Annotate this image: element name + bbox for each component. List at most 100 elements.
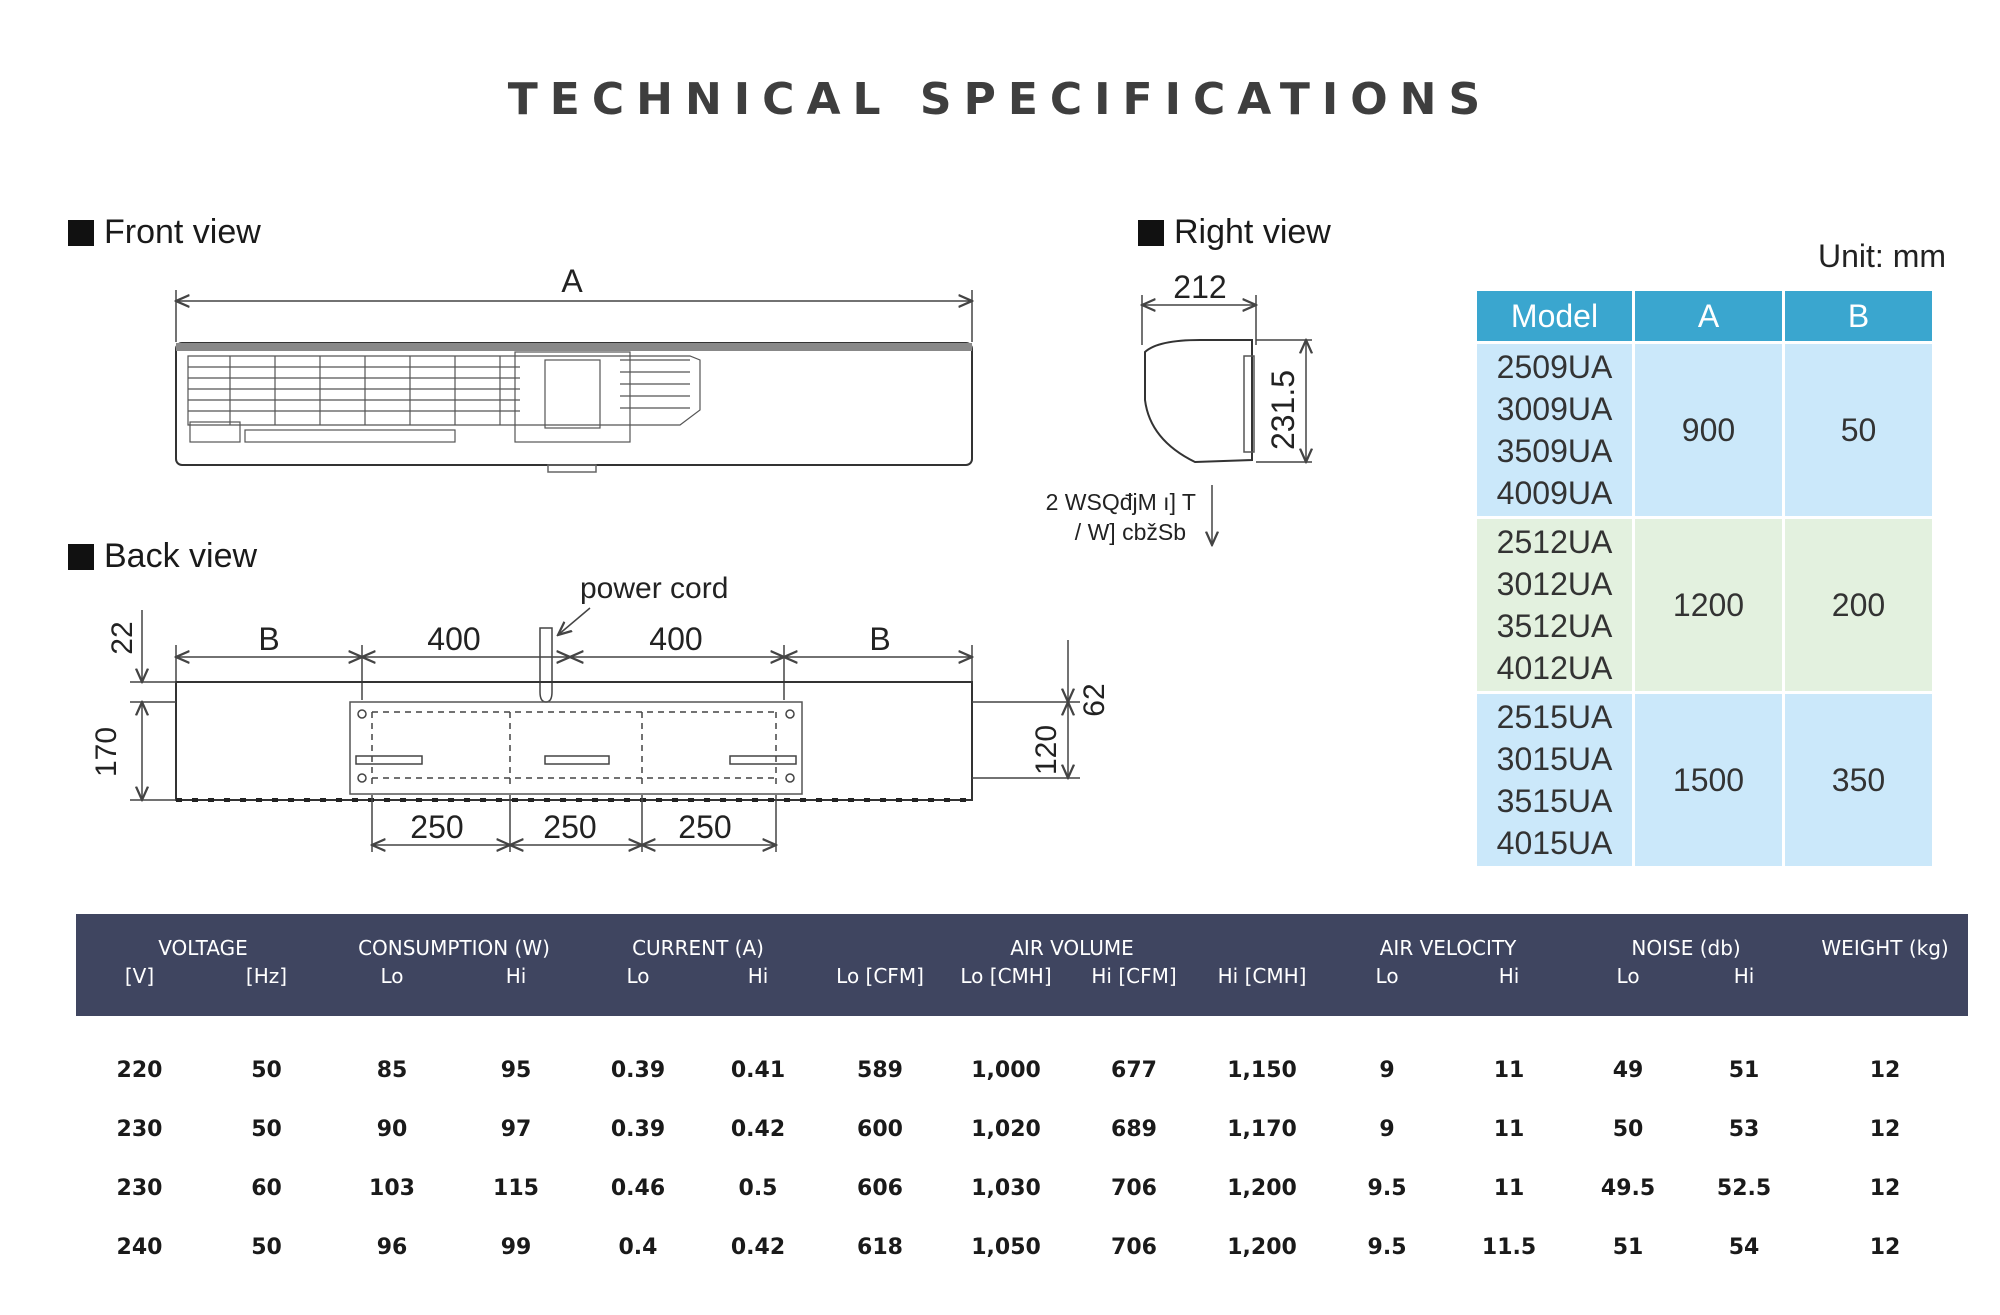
right-view-label: Right view [1138,213,1331,252]
table-cell: 1,200 [1227,1235,1297,1260]
table-cell: 115 [493,1176,539,1201]
table-row: 2512UA 3012UA 3512UA 4012UA 1200 200 [1477,519,1932,691]
back-view-label-text: Back view [104,537,258,575]
table-cell: 51 [1612,1235,1644,1260]
right-view-note-line1: 2 WSQđjM ı] T [1046,489,1196,515]
model-list-cell: 2515UA 3015UA 3515UA 4015UA [1477,694,1632,866]
subheader-velocity-hi: Hi [1498,964,1520,988]
specification-table: VOLTAGE CONSUMPTION (W) CURRENT (A) AIR … [76,914,1969,1277]
spec-subheader-row: [V] [Hz] Lo Hi Lo Hi Lo [CFM] Lo [CMH] H… [76,960,1969,1016]
dim-b-right-label: B [869,621,890,657]
table-cell: 240 [116,1235,163,1260]
table-cell: 0.42 [730,1117,786,1142]
table-cell: 0.5 [738,1176,778,1201]
table-cell: 96 [376,1235,408,1260]
model-name: 3515UA [1496,783,1613,819]
table-cell: 52.5 [1716,1176,1772,1201]
weight-header: WEIGHT (kg) [1821,936,1949,960]
table-cell: 49 [1612,1058,1644,1083]
table-cell: 618 [857,1235,903,1260]
b-value: 200 [1785,519,1932,691]
current-header: CURRENT (A) [632,936,764,960]
voltage-header: VOLTAGE [158,936,248,960]
dim-400-left-label: 400 [427,621,480,657]
power-cord-label: power cord [580,572,728,605]
table-cell: 1,170 [1227,1117,1297,1142]
front-view-label: Front view [68,213,261,252]
dim-250-1-label: 250 [410,809,463,845]
a-value: 1200 [1635,519,1782,691]
table-cell: 60 [251,1176,282,1201]
model-name: 3512UA [1496,608,1613,644]
a-value: 1500 [1635,694,1782,866]
table-cell: 589 [857,1058,903,1083]
table-cell: 9.5 [1367,1235,1407,1260]
spec-group-header-row: VOLTAGE CONSUMPTION (W) CURRENT (A) AIR … [76,914,1969,960]
subheader-hi-cmh: Hi [CMH] [1217,964,1307,988]
table-cell: 11 [1493,1176,1525,1201]
subheader-current-hi: Hi [747,964,769,988]
table-cell: 689 [1111,1117,1157,1142]
back-view-label: Back view [68,537,257,576]
model-dimension-table: Model A B 2509UA 3009UA 3509UA 4009UA 90… [1474,288,1935,869]
model-name: 4012UA [1496,650,1613,686]
subheader-current-lo: Lo [626,964,650,988]
right-view-note-line2: / W] cbžSb [1075,519,1186,545]
model-name: 4009UA [1496,475,1613,511]
subheader-consumption-lo: Lo [380,964,404,988]
table-cell: 85 [376,1058,408,1083]
square-bullet-icon [1138,219,1164,246]
table-cell: 50 [1612,1117,1644,1142]
subheader-v: [V] [124,964,155,988]
dim-212-label: 212 [1173,269,1226,305]
table-cell: 0.41 [730,1058,786,1083]
model-list-cell: 2512UA 3012UA 3512UA 4012UA [1477,519,1632,691]
unit-label: Unit: mm [1818,238,1946,274]
model-name: 3509UA [1496,433,1613,469]
dim-400-right-label: 400 [649,621,702,657]
table-cell: 0.42 [730,1235,786,1260]
a-header: A [1635,291,1782,341]
table-cell: 230 [116,1176,163,1201]
dim-a-label: A [561,263,583,299]
table-cell: 103 [369,1176,415,1201]
table-cell: 9.5 [1367,1176,1407,1201]
table-cell: 12 [1869,1058,1901,1083]
subheader-velocity-lo: Lo [1375,964,1399,988]
table-cell: 50 [251,1235,282,1260]
table-cell: 12 [1869,1117,1901,1142]
model-list-cell: 2509UA 3009UA 3509UA 4009UA [1477,344,1632,516]
table-cell: 51 [1728,1058,1760,1083]
table-cell: 50 [251,1117,282,1142]
table-cell: 99 [500,1235,532,1260]
a-value: 900 [1635,344,1782,516]
dim-b-left-label: B [258,621,279,657]
subheader-consumption-hi: Hi [505,964,527,988]
table-cell: 1,050 [971,1235,1041,1260]
subheader-lo-cmh: Lo [CMH] [960,964,1052,988]
front-view-drawing: A [176,263,972,473]
table-cell: 54 [1728,1235,1760,1260]
table-row: 2515UA 3015UA 3515UA 4015UA 1500 350 [1477,694,1932,866]
table-cell: 9 [1379,1058,1395,1083]
back-view-drawing: B 400 400 B power cord 250 250 250 [90,572,1111,852]
table-cell: 606 [857,1176,903,1201]
table-cell: 706 [1111,1176,1157,1201]
noise-header: NOISE (db) [1631,936,1741,960]
table-cell: 1,030 [971,1176,1041,1201]
square-bullet-icon [68,219,94,246]
subheader-hz: [Hz] [245,964,288,988]
square-bullet-icon [68,543,94,570]
subheader-hi-cfm: Hi [CFM] [1091,964,1177,988]
subheader-noise-hi: Hi [1733,964,1755,988]
table-cell: 1,000 [971,1058,1041,1083]
dim-120-label: 120 [1030,725,1063,775]
page-title: TECHNICAL SPECIFICATIONS [507,74,1493,125]
table-cell: 11 [1493,1117,1525,1142]
air-velocity-header: AIR VELOCITY [1379,936,1517,960]
model-name: 3015UA [1496,741,1613,777]
